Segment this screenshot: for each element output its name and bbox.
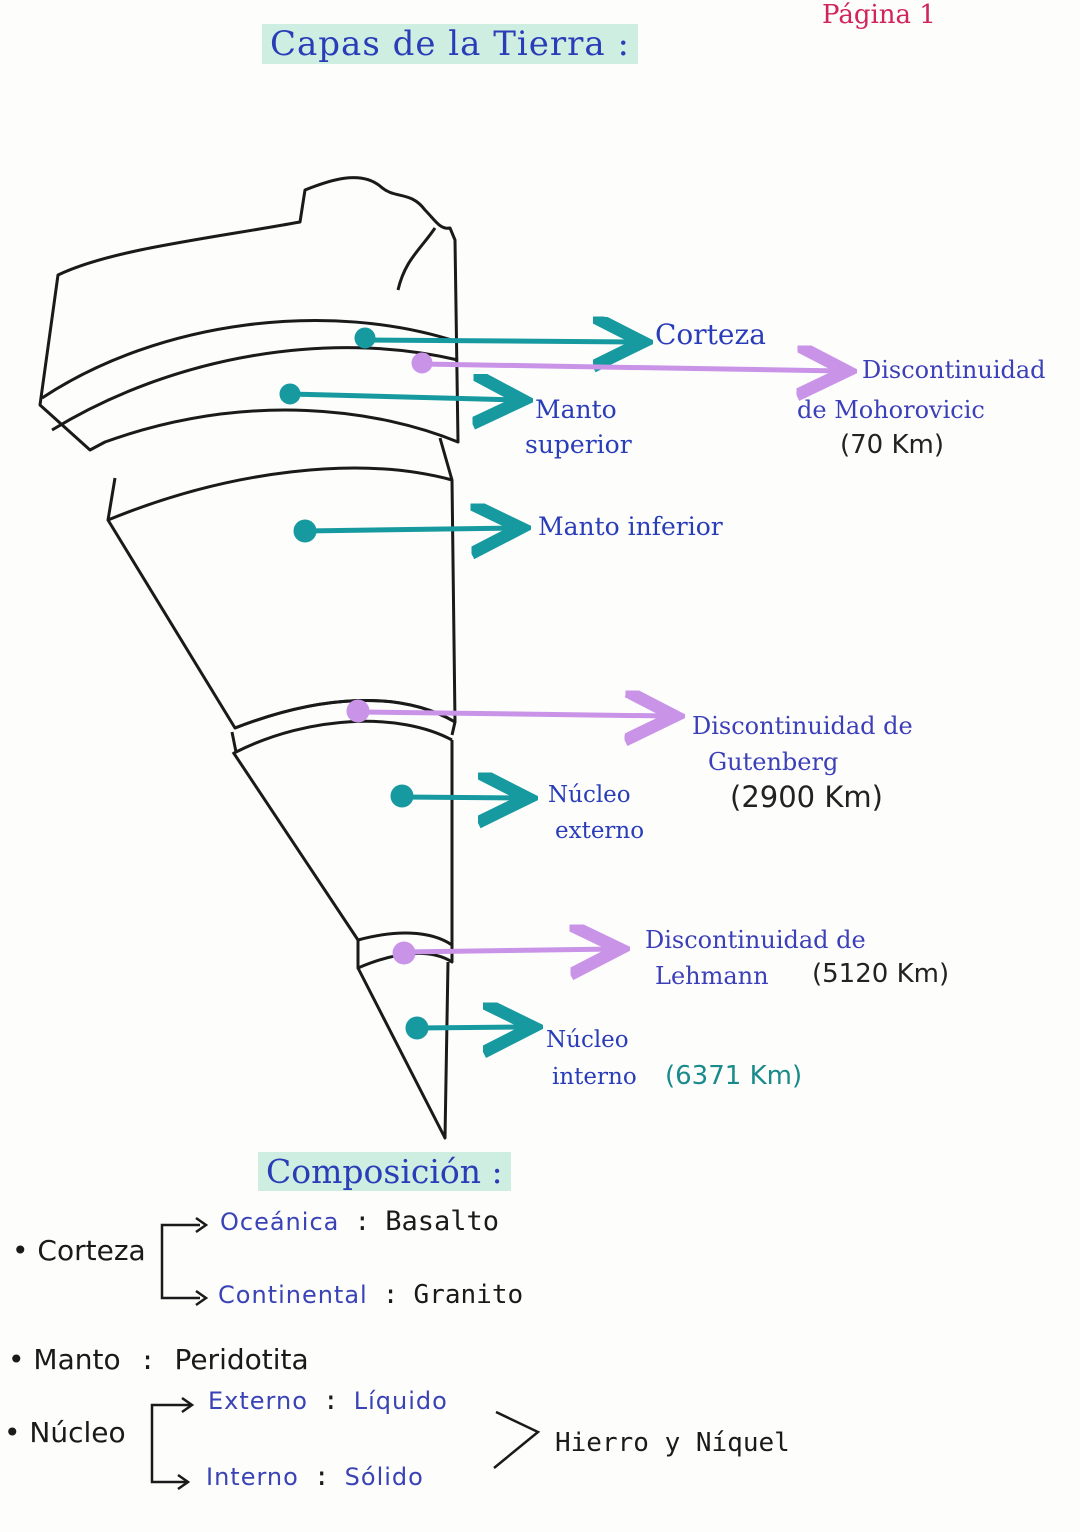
corteza-label: Corteza [655, 318, 766, 351]
interno-row: Interno : Sólido [206, 1462, 424, 1492]
separator: : [322, 1386, 339, 1416]
interno-label: Interno [206, 1463, 299, 1491]
separator: : [382, 1280, 399, 1310]
nucleo-interno-label-2: interno [552, 1064, 637, 1090]
gutenberg-arrow [357, 712, 670, 716]
oceanica-value: Basalto [385, 1206, 499, 1237]
nucleo-externo-label: Núcleo [548, 782, 631, 808]
oceanica-row: Oceánica : Basalto [220, 1206, 499, 1237]
continental-row: Continental : Granito [218, 1280, 523, 1310]
manto-superior-arrow [289, 394, 518, 400]
moho-depth: (70 Km) [840, 430, 945, 460]
lehmann-arrow [403, 949, 615, 952]
manto-inferior-label: Manto inferior [538, 512, 723, 541]
nucleo-externo-label-2: externo [555, 818, 645, 844]
composition-title: Composición : [258, 1152, 511, 1191]
lehmann-label: Discontinuidad de [645, 926, 866, 954]
gutenberg-label: Discontinuidad de [692, 712, 913, 740]
externo-value: Líquido [353, 1387, 448, 1415]
composition-brackets [150, 1216, 541, 1491]
interno-value: Sólido [344, 1463, 424, 1491]
moho-label-2: de Mohorovicic [797, 396, 985, 424]
manto-composition-value: Peridotita [174, 1343, 309, 1376]
separator: : [139, 1346, 156, 1376]
nucleo-interno-depth: (6371 Km) [665, 1061, 803, 1091]
manto-superior-label: Manto [535, 395, 617, 424]
manto-composition-row: • Manto : Peridotita [8, 1343, 309, 1376]
manto-composition-label: • Manto [8, 1343, 121, 1376]
gutenberg-label-2: Gutenberg [708, 748, 839, 776]
separator: : [313, 1462, 330, 1492]
lehmann-depth: (5120 Km) [812, 959, 950, 989]
oceanica-label: Oceánica [220, 1208, 340, 1236]
corteza-arrow [364, 340, 638, 342]
gutenberg-depth: (2900 Km) [730, 780, 883, 814]
wedge-outline [38, 176, 460, 1140]
nucleo-interno-arrow [416, 1027, 528, 1028]
continental-label: Continental [218, 1281, 368, 1309]
separator: : [354, 1207, 371, 1237]
discontinuity-arrows [346, 355, 842, 962]
page-title: Capas de la Tierra : [262, 24, 638, 64]
continental-value: Granito [413, 1280, 524, 1310]
manto-inferior-arrow [304, 528, 516, 531]
moho-arrow [421, 364, 842, 371]
moho-label: Discontinuidad [862, 356, 1046, 384]
page-number: Página 1 [822, 0, 936, 30]
nucleo-composition-label: • Núcleo [4, 1416, 126, 1449]
corteza-composition-label: • Corteza [12, 1234, 146, 1267]
manto-superior-label-2: superior [525, 430, 632, 459]
externo-label: Externo [208, 1387, 308, 1415]
nucleo-externo-arrow [401, 797, 523, 798]
nucleo-composition-value: Hierro y Níquel [555, 1428, 790, 1458]
lehmann-label-2: Lehmann [655, 962, 769, 990]
nucleo-interno-label: Núcleo [546, 1027, 629, 1053]
layer-arrows [279, 330, 638, 1037]
externo-row: Externo : Líquido [208, 1386, 448, 1416]
